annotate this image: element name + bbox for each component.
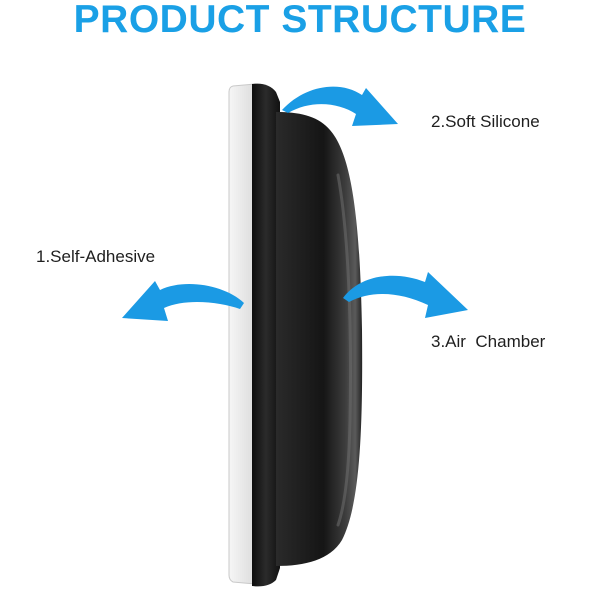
arrow-air-chamber-icon: [343, 272, 468, 318]
page-title: PRODUCT STRUCTURE: [73, 0, 527, 41]
dome-highlight: [336, 173, 352, 527]
label-self-adhesive: 1.Self-Adhesive: [36, 247, 156, 266]
silicone-dome: [276, 112, 363, 566]
arrow-self-adhesive-icon: [122, 281, 244, 321]
label-soft-silicone: 2.Soft Silicone: [431, 112, 540, 131]
adhesive-layer: [228, 83, 256, 585]
arrow-soft-silicone-icon: [282, 86, 398, 126]
label-air-chamber: 3.Air Chamber: [431, 332, 546, 351]
silicone-rim: [252, 83, 280, 587]
